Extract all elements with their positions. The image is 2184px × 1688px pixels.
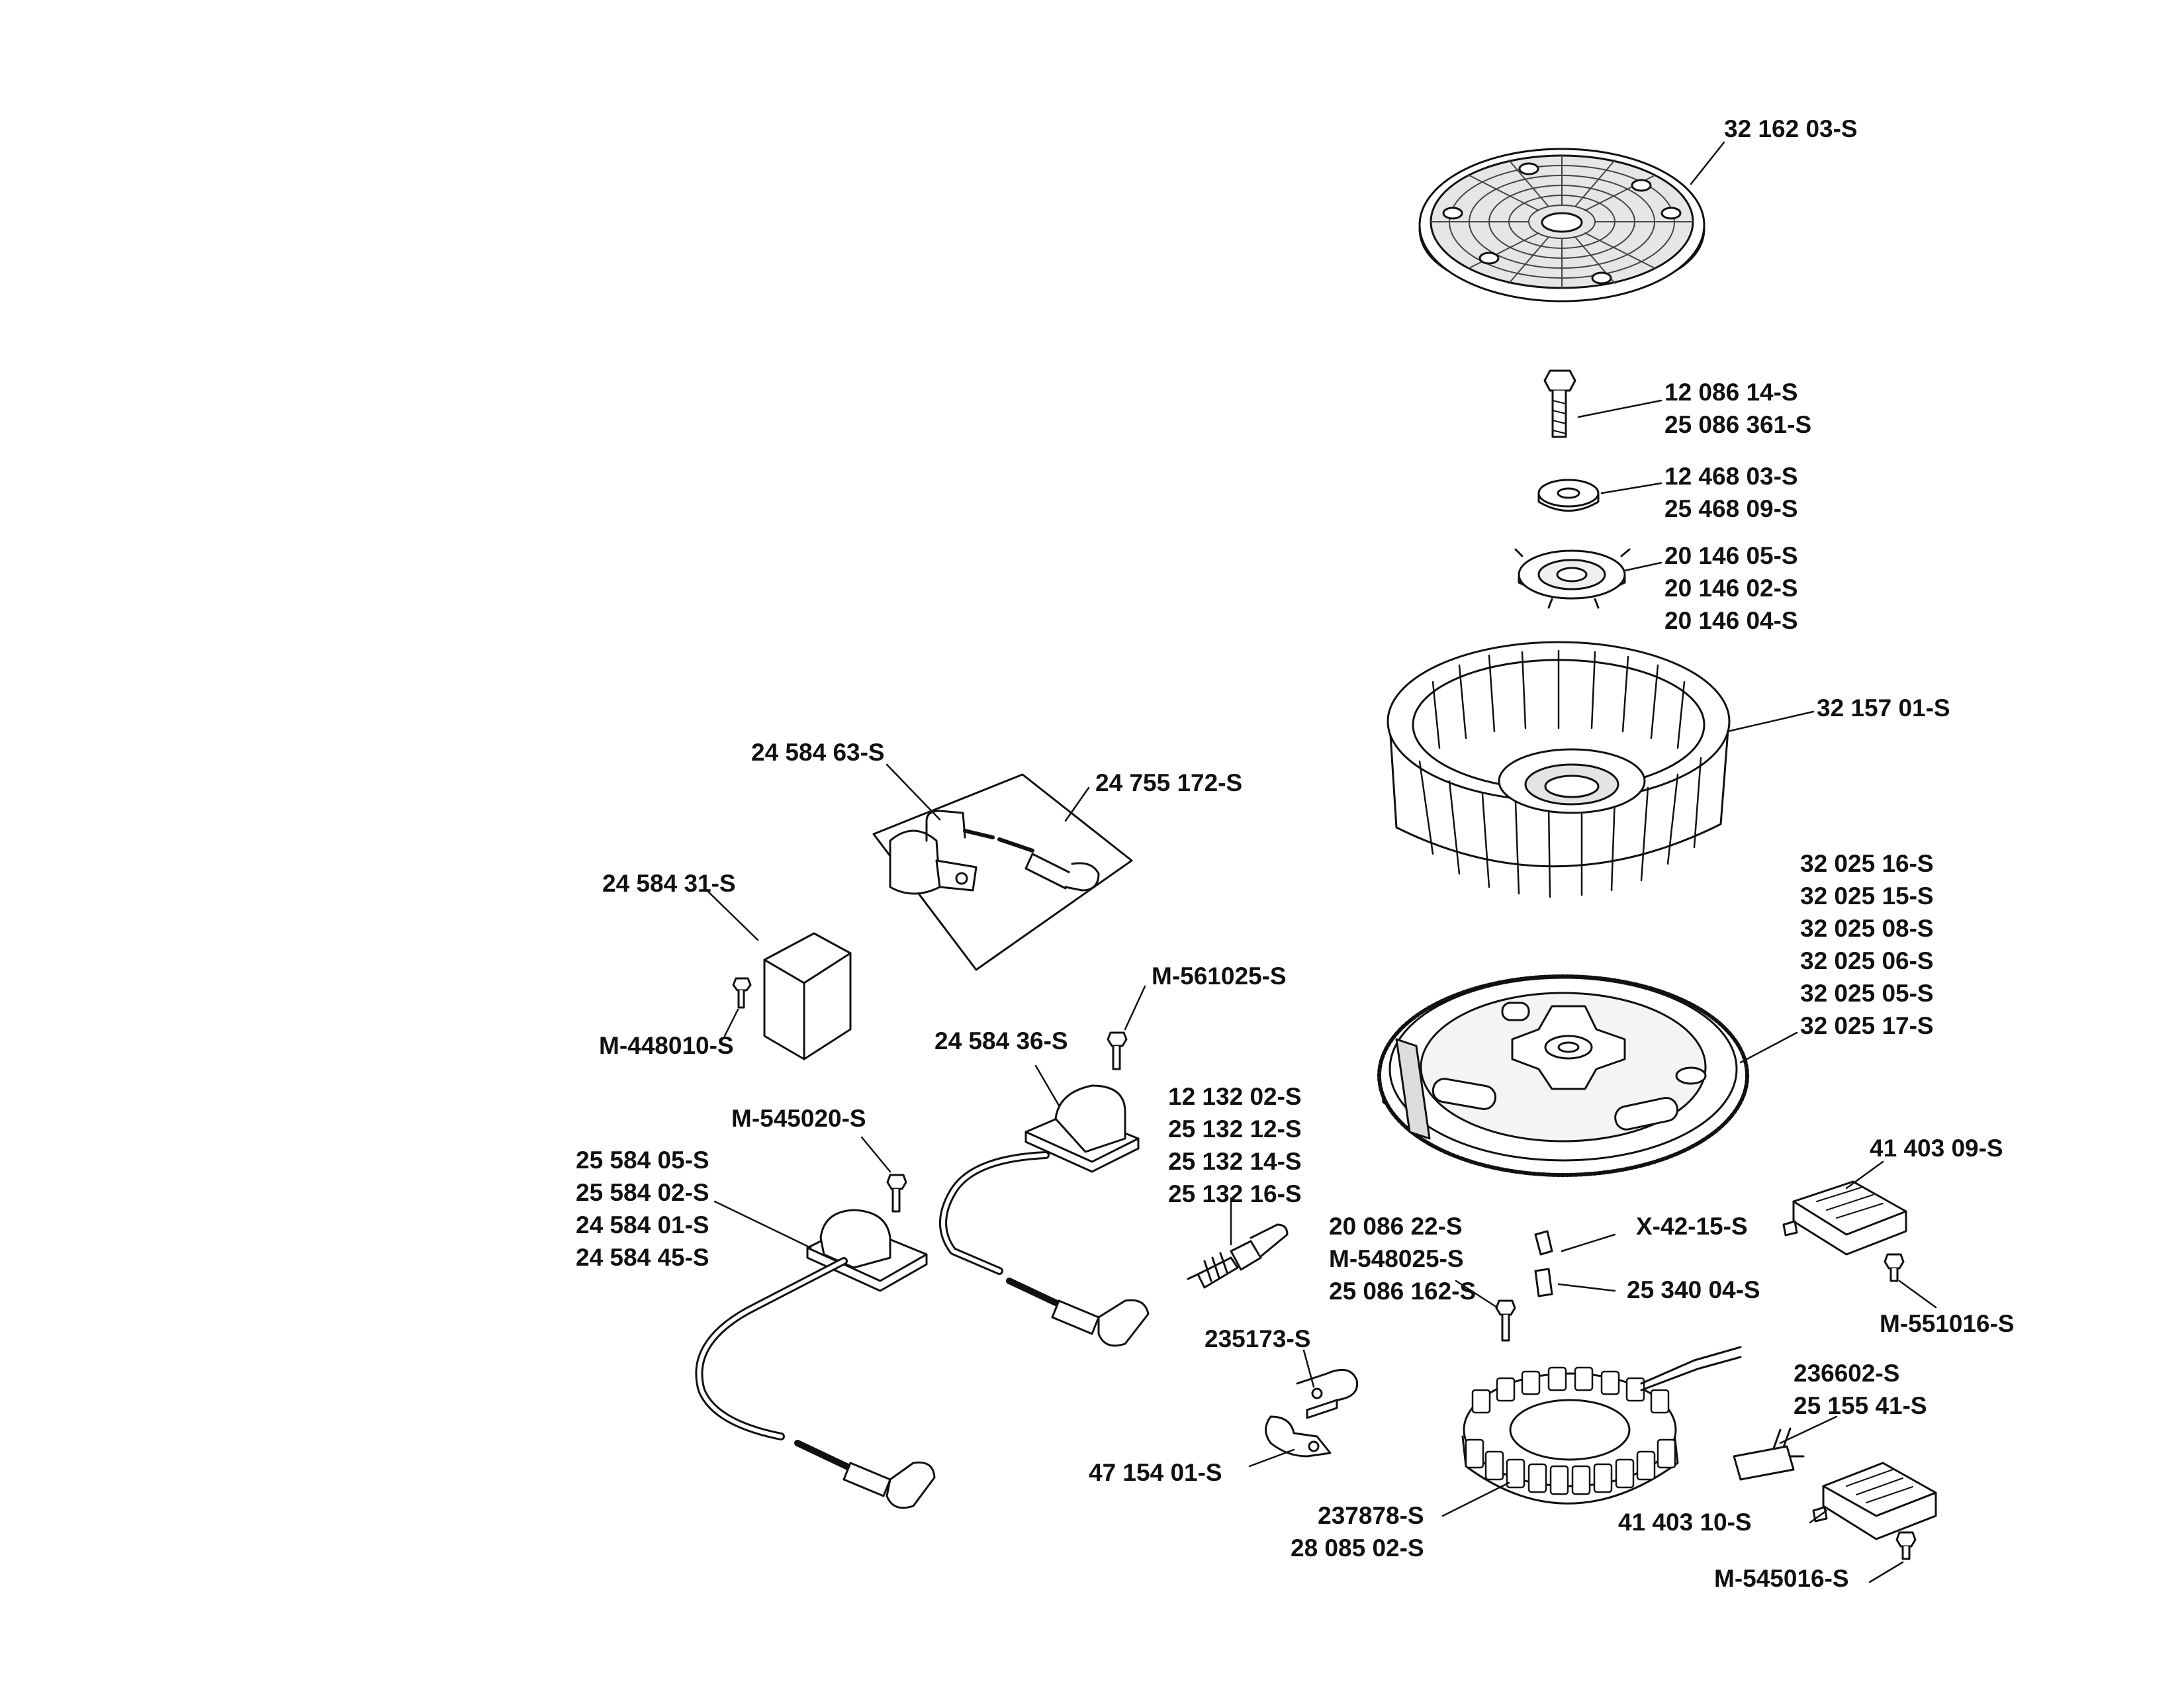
label-module-kit-coil: 24 584 63-S xyxy=(751,739,885,766)
ignition-coil-left xyxy=(695,1209,936,1509)
label-regulator-top-screw: M-551016-S xyxy=(1880,1310,2015,1337)
label-coil-screw-left: M-545020-S xyxy=(731,1105,866,1132)
ignition-module xyxy=(763,932,852,1060)
flywheel-key-b xyxy=(1534,1268,1553,1297)
leader-lines xyxy=(705,141,1937,1583)
label-clamp-a: 235173-S xyxy=(1205,1325,1311,1352)
rectifier xyxy=(1733,1427,1805,1481)
cooling-fan xyxy=(1387,641,1731,898)
module-screw xyxy=(732,977,752,1009)
label-regulator-bottom-screw: M-545016-S xyxy=(1714,1565,1849,1592)
label-module-box: 24 584 31-S xyxy=(602,870,736,897)
regulator-top xyxy=(1782,1180,1907,1256)
flywheel-key-a xyxy=(1534,1230,1553,1256)
fan-retainer xyxy=(1514,548,1631,609)
label-fan: 32 157 01-S xyxy=(1817,694,1950,722)
label-module-screw: M-448010-S xyxy=(599,1032,734,1059)
cable-clamp-b xyxy=(1265,1415,1332,1458)
regulator-top-screw xyxy=(1884,1253,1905,1282)
flywheel xyxy=(1377,974,1749,1177)
label-regulator-bottom: 41 403 10-S xyxy=(1618,1509,1752,1536)
flywheel-bolt xyxy=(1543,369,1576,438)
cable-clamp-a xyxy=(1296,1368,1359,1419)
regulator-bottom xyxy=(1812,1462,1937,1540)
washer xyxy=(1537,479,1600,512)
ignition-coil-right xyxy=(939,1084,1150,1347)
label-coil-screw-right: M-561025-S xyxy=(1152,962,1287,990)
coil-screw-left xyxy=(886,1174,907,1213)
stator xyxy=(1461,1346,1742,1505)
label-regulator-top: 41 403 09-S xyxy=(1870,1135,2003,1162)
coil-screw-right xyxy=(1107,1031,1128,1070)
label-coil-right: 24 584 36-S xyxy=(934,1027,1068,1055)
label-key-a: X-42-15-S xyxy=(1636,1213,1748,1240)
label-fan-screen: 32 162 03-S xyxy=(1724,115,1858,142)
label-module-kit: 24 755 172-S xyxy=(1095,769,1243,796)
label-clamp-b: 47 154 01-S xyxy=(1089,1459,1222,1486)
regulator-bottom-screw xyxy=(1895,1531,1917,1560)
label-key-b: 25 340 04-S xyxy=(1627,1276,1760,1303)
ignition-module-kit xyxy=(872,773,1133,971)
fan-screen xyxy=(1418,148,1706,303)
spark-plug xyxy=(1187,1223,1289,1289)
stator-screw xyxy=(1495,1299,1516,1342)
